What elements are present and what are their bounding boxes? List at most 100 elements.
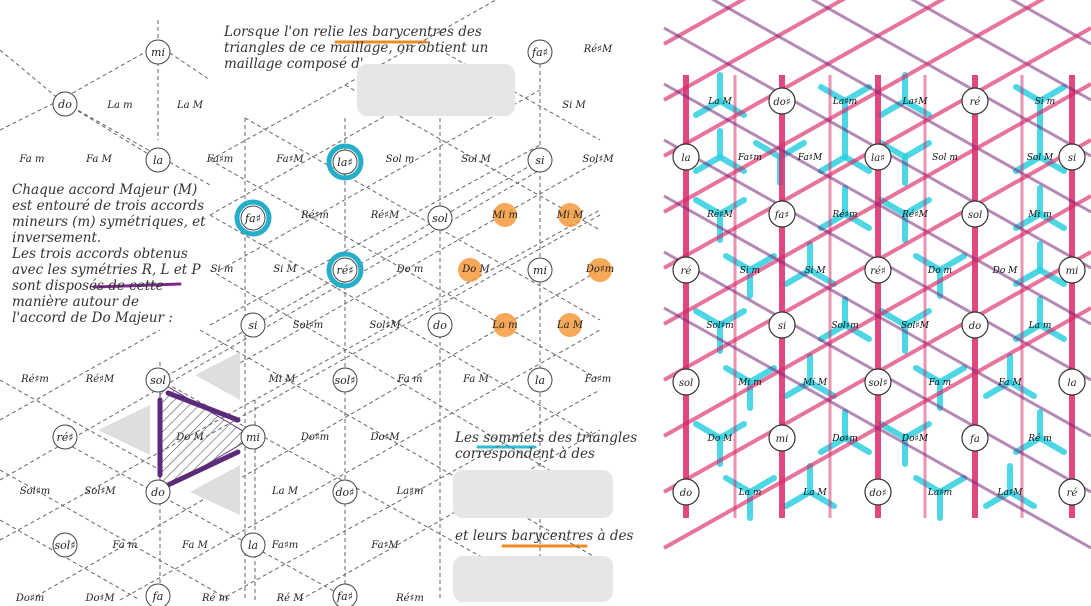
- chord-label: Fa♯m: [584, 374, 612, 385]
- cyan-edge: [842, 322, 872, 342]
- chord-label: Sol♯M: [582, 154, 614, 165]
- note-node: [52, 532, 78, 558]
- chord-label: Ré♯M: [706, 209, 733, 220]
- bary-pre: et leurs: [455, 528, 508, 544]
- cyan-edge: [1013, 322, 1043, 342]
- chord-label: Ré♯M: [901, 209, 928, 220]
- chord-label: La m: [1028, 321, 1052, 331]
- cyan-edge: [717, 421, 747, 441]
- note-node: [332, 479, 358, 505]
- orange-dot: [493, 203, 517, 227]
- cyan-edge: [818, 322, 848, 342]
- left-line: Chaque accord Majeur (M): [12, 182, 198, 198]
- note-node: [1058, 478, 1086, 506]
- cyan-edge: [983, 489, 1013, 509]
- cyan-edge: [937, 253, 967, 273]
- chord-label: La m: [491, 320, 517, 331]
- note-node: [145, 479, 171, 505]
- intro-line-2: triangles de ce maillage, on obtient un: [224, 40, 489, 56]
- purple-diagonal: [910, 0, 1091, 102]
- grid-line: [0, 209, 601, 541]
- cyan-edge: [818, 435, 848, 455]
- answer-box-2[interactable]: [453, 470, 613, 518]
- neighbor-triangle: [190, 465, 240, 515]
- grid-line: [0, 519, 141, 601]
- cyan-edge: [937, 365, 967, 385]
- chord-label: La M: [707, 97, 732, 107]
- chord-label: Do♯M: [369, 432, 400, 443]
- left-line: avec les: [12, 262, 67, 278]
- chord-label: Fa M: [181, 540, 208, 551]
- grid-line: [59, 99, 159, 161]
- cyan-edge: [878, 421, 908, 441]
- left-line: Les trois accords obtenus: [12, 246, 188, 262]
- chord-label: Do♯M: [901, 434, 929, 444]
- chord-label: La m: [738, 488, 762, 498]
- chord-label: Fa M: [997, 378, 1022, 388]
- chord-label: La m: [106, 100, 132, 111]
- grid-line: [119, 329, 601, 601]
- cyan-edge: [1013, 84, 1043, 104]
- left-line: l'accord de Do Majeur :: [12, 310, 173, 326]
- orange-dot: [458, 258, 482, 282]
- note-node: [961, 311, 989, 339]
- cyan-edge: [747, 253, 777, 273]
- note-node: [672, 256, 700, 284]
- intro-highlight-word: barycentres: [372, 24, 454, 40]
- chord-label: Fa♯m: [737, 153, 762, 163]
- chord-label: Si m: [740, 266, 760, 276]
- orange-dot: [558, 313, 582, 337]
- note-node: [527, 147, 553, 173]
- chord-label: La M: [176, 100, 204, 111]
- chord-label: Fa♯M: [797, 153, 823, 163]
- cyan-edge: [842, 211, 872, 231]
- chord-label: Mi M: [268, 374, 297, 385]
- note-label: mi: [1066, 266, 1079, 277]
- right-text: Les sommets des triangles correspondent …: [455, 430, 637, 462]
- note-label: fa♯: [244, 212, 261, 225]
- grid-line: [0, 99, 61, 131]
- chord-label: Si M: [804, 266, 826, 276]
- highlight-underline: [92, 282, 182, 289]
- cyan-edge: [747, 365, 777, 385]
- note-label: ré♯: [336, 264, 353, 277]
- grid-line: [209, 159, 601, 381]
- cyan-edge: [878, 197, 908, 217]
- note-node: [145, 367, 171, 393]
- note-node: [527, 39, 553, 65]
- note-node: [52, 91, 78, 117]
- cyan-edge: [1013, 435, 1043, 455]
- grid-line: [59, 99, 211, 186]
- answer-box-3[interactable]: [453, 556, 613, 602]
- note-node: [672, 478, 700, 506]
- sommets-line-2: correspondent à des: [455, 446, 595, 462]
- chord-label: Ré M: [276, 593, 305, 604]
- intro-text: Lorsque l'on relie les barycentres des t…: [224, 24, 488, 72]
- chord-label: Sol m: [386, 154, 415, 165]
- grid-line: [209, 84, 346, 161]
- chord-label: Fa M: [85, 154, 112, 165]
- note-label: la: [153, 154, 163, 167]
- cyan-edge: [783, 379, 813, 399]
- grid-line: [209, 214, 601, 441]
- note-node: [961, 200, 989, 228]
- orange-dot: [558, 203, 582, 227]
- note-label: mi: [776, 434, 789, 445]
- chord-label: La♯m: [396, 486, 424, 497]
- note-node: [332, 149, 358, 175]
- note-node: [1058, 368, 1086, 396]
- chord-label: Do M: [175, 432, 204, 443]
- chord-label: Si M: [562, 100, 586, 111]
- note-label: do: [969, 321, 981, 332]
- answer-box-1[interactable]: [357, 64, 515, 116]
- purple-diagonal: [663, 82, 1091, 326]
- chord-label: Do♯m: [15, 593, 44, 604]
- neighbor-triangle: [98, 405, 150, 455]
- left-line: sont disposés de cette: [12, 278, 164, 294]
- chord-label: Sol m: [932, 153, 958, 163]
- note-node: [768, 424, 796, 452]
- chord-label: Fa m: [19, 154, 45, 165]
- note-label: do: [151, 486, 165, 499]
- note-node: [145, 583, 171, 606]
- note-node: [527, 367, 553, 393]
